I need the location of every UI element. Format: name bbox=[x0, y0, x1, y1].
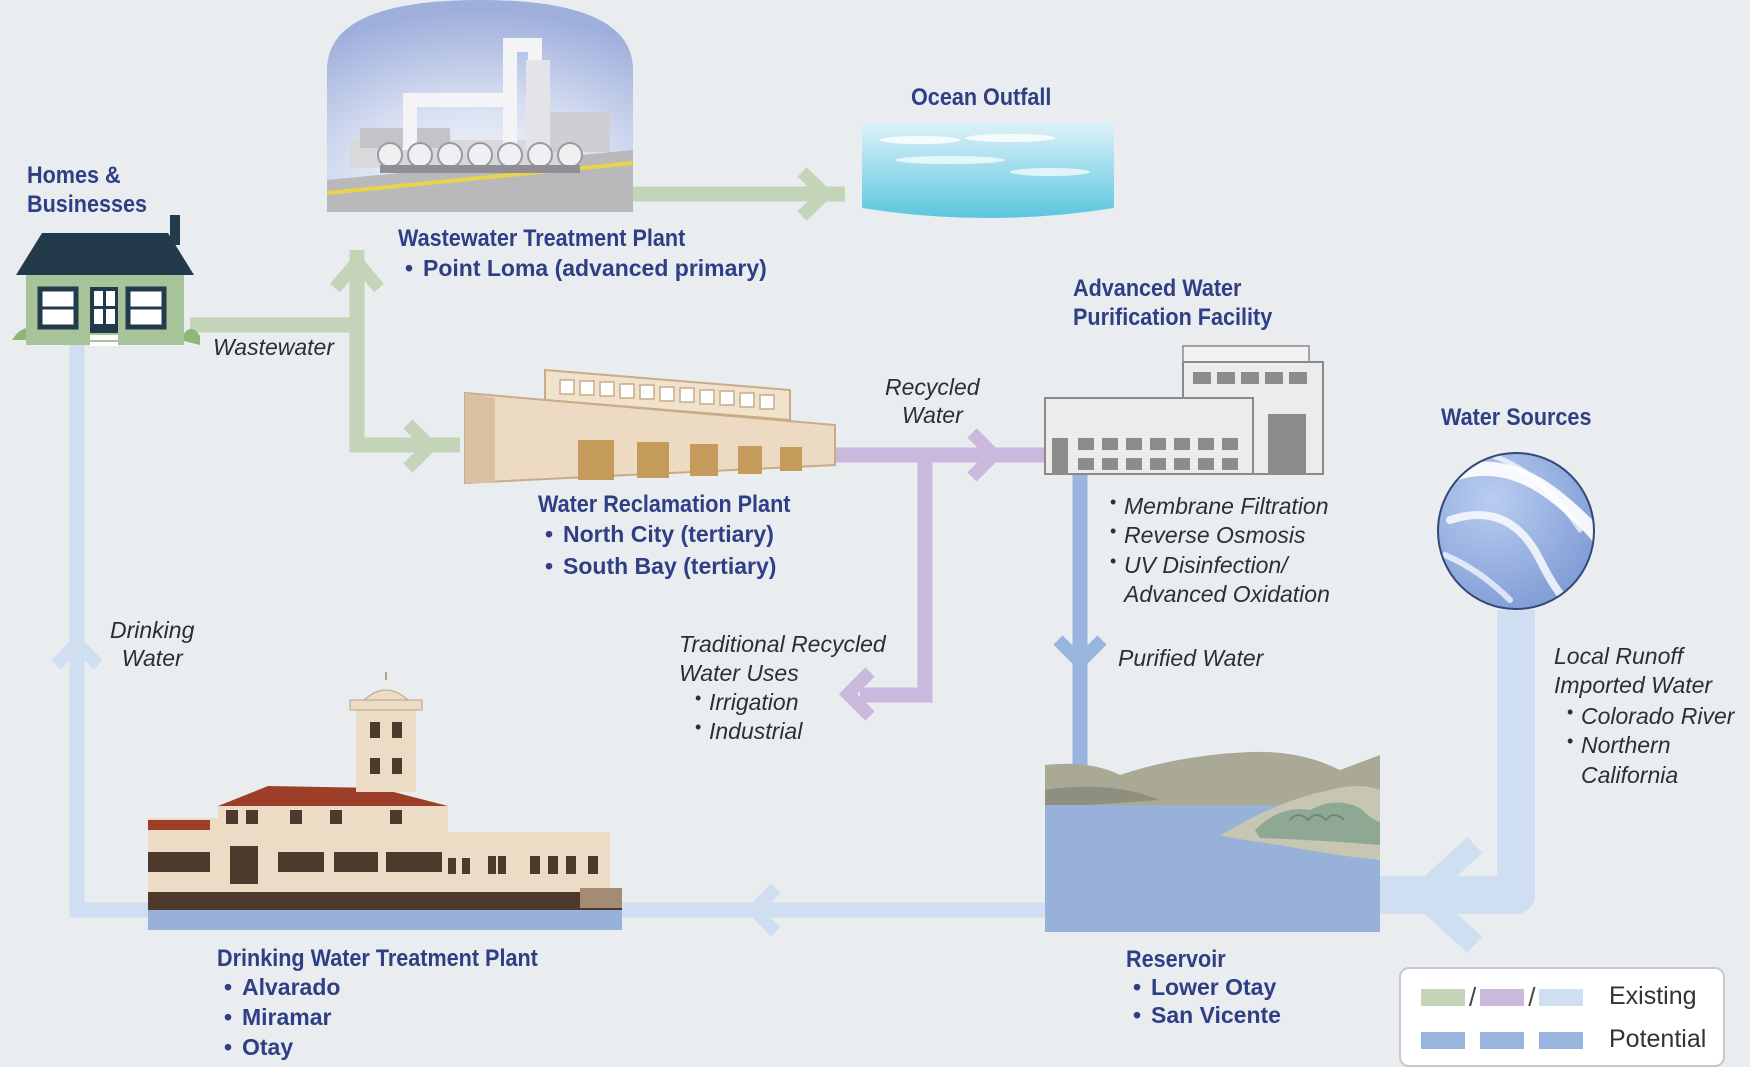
legend-swatch-recycled bbox=[1480, 988, 1525, 1006]
drinking-left-chevron bbox=[744, 883, 781, 937]
homes-title: Homes & Businesses bbox=[27, 162, 148, 219]
ocean-chevron bbox=[797, 167, 835, 221]
reservoir-chevron bbox=[1403, 836, 1483, 954]
recycled-chevron bbox=[967, 428, 1004, 482]
wastewater-plant-label: Wastewater Treatment Plant Point Loma (a… bbox=[398, 224, 767, 285]
list-item: Membrane Filtration bbox=[1110, 491, 1330, 521]
globe-icon bbox=[1437, 452, 1595, 610]
legend-swatch-potential bbox=[1480, 1031, 1524, 1049]
water-sources-note: Local Runoff Imported Water bbox=[1554, 643, 1713, 699]
purification-steps: Membrane Filtration Reverse Osmosis UV D… bbox=[1110, 491, 1330, 610]
purified-pipe bbox=[1053, 475, 1107, 780]
ocean-title: Ocean Outfall bbox=[911, 84, 1052, 111]
reservoir-title: Reservoir bbox=[1126, 946, 1226, 973]
traditional-uses-list: Irrigation Industrial bbox=[695, 687, 802, 747]
legend-potential-label: Potential bbox=[1609, 1025, 1707, 1053]
list-item: Industrial bbox=[695, 716, 802, 746]
treatment-plant-icon bbox=[326, 0, 634, 212]
list-item: Point Loma (advanced primary) bbox=[401, 253, 767, 285]
wastewater-plant-title: Wastewater Treatment Plant bbox=[398, 225, 686, 252]
recycled-pipes bbox=[835, 428, 1045, 721]
traditional-uses-label: Traditional Recycled Water Uses bbox=[679, 631, 886, 687]
list-item: Colorado River bbox=[1567, 701, 1734, 731]
reservoir-label: Reservoir Lower Otay San Vicente bbox=[1126, 945, 1281, 1029]
reservoir-list: Lower Otay San Vicente bbox=[1129, 974, 1281, 1029]
recycled-flow-label: Recycled Water bbox=[885, 374, 980, 429]
list-item: North City (tertiary) bbox=[541, 519, 819, 551]
drinking-up-chevron bbox=[51, 633, 103, 670]
reclamation-plant-title: Water Reclamation Plant bbox=[538, 491, 791, 518]
list-item: Otay bbox=[220, 1033, 574, 1063]
purified-flow-label: Purified Water bbox=[1118, 645, 1264, 671]
legend-swatch-potential bbox=[1421, 1031, 1465, 1049]
wastewater-up-chevron bbox=[330, 251, 384, 293]
wastewater-plant-list: Point Loma (advanced primary) bbox=[401, 253, 767, 285]
reservoir-icon bbox=[1045, 751, 1380, 932]
list-item: Miramar bbox=[220, 1003, 574, 1033]
traditional-chevron bbox=[838, 667, 875, 721]
wastewater-pipes bbox=[190, 167, 845, 473]
purification-facility-icon bbox=[1044, 345, 1324, 475]
drinking-plant-title: Drinking Water Treatment Plant bbox=[217, 945, 538, 972]
legend-swatch-wastewater bbox=[1421, 988, 1465, 1006]
reclamation-plant-label: Water Reclamation Plant North City (tert… bbox=[538, 490, 819, 583]
list-item: Irrigation bbox=[695, 687, 802, 717]
water-sources-list: Colorado River Northern California bbox=[1567, 701, 1734, 790]
list-item: Lower Otay bbox=[1129, 974, 1281, 1002]
list-item: Reverse Osmosis bbox=[1110, 520, 1330, 550]
legend: // Existing Potential bbox=[1399, 967, 1725, 1067]
legend-potential-swatches bbox=[1421, 1025, 1583, 1055]
list-item: Northern California bbox=[1567, 730, 1734, 790]
reclamation-chevron bbox=[403, 419, 440, 473]
ocean-icon bbox=[862, 122, 1114, 218]
list-item: South Bay (tertiary) bbox=[541, 551, 819, 583]
drinking-flow-label: Drinking Water bbox=[110, 617, 195, 672]
water-sources-title: Water Sources bbox=[1441, 404, 1592, 431]
legend-swatch-drinking bbox=[1539, 988, 1584, 1006]
drinking-plant-icon bbox=[148, 672, 622, 930]
list-item: San Vicente bbox=[1129, 1002, 1281, 1030]
reclamation-plant-icon bbox=[464, 368, 836, 485]
list-item: UV Disinfection/ Advanced Oxidation bbox=[1110, 550, 1330, 610]
legend-existing-swatches: // bbox=[1421, 982, 1584, 1012]
reclamation-plant-list: North City (tertiary) South Bay (tertiar… bbox=[541, 519, 819, 582]
drinking-plant-label: Drinking Water Treatment Plant Alvarado … bbox=[217, 944, 574, 1063]
legend-existing-label: Existing bbox=[1609, 982, 1697, 1010]
purification-title: Advanced Water Purification Facility bbox=[1073, 275, 1273, 332]
list-item: Alvarado bbox=[220, 973, 574, 1003]
drinking-plant-list: Alvarado Miramar Otay bbox=[220, 973, 574, 1063]
wastewater-flow-label: Wastewater bbox=[213, 334, 335, 360]
house-icon bbox=[12, 215, 200, 346]
drinking-pipes bbox=[51, 345, 1535, 954]
purified-chevron bbox=[1053, 635, 1107, 672]
legend-swatch-potential bbox=[1539, 1031, 1583, 1049]
